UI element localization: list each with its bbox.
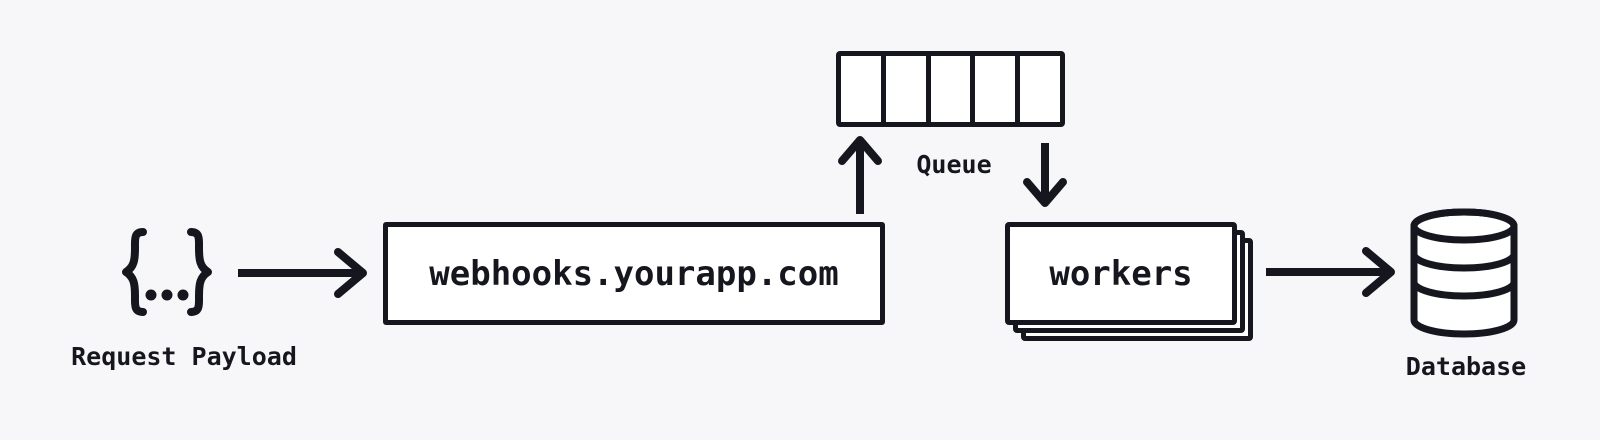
- queue-icon: [836, 51, 1065, 127]
- queue-cell: [975, 56, 1021, 122]
- queue-cell: [931, 56, 976, 122]
- arrow-payload-to-webhooks-icon: [238, 248, 367, 298]
- json-braces-icon: [122, 228, 212, 316]
- queue-cell: [1020, 56, 1060, 122]
- workers-label: workers: [1049, 253, 1193, 294]
- workers-front-sheet: workers: [1005, 222, 1237, 325]
- queue-cell: [886, 56, 931, 122]
- database-label: Database: [1405, 352, 1527, 381]
- database-icon: [1410, 208, 1518, 338]
- arrow-webhooks-to-queue-icon: [838, 136, 882, 214]
- webhooks-endpoint-label: webhooks.yourapp.com: [429, 253, 839, 294]
- arrow-queue-to-workers-icon: [1023, 143, 1067, 207]
- queue-label: Queue: [916, 150, 992, 179]
- queue-cell: [841, 56, 886, 122]
- request-payload-label: Request Payload: [71, 342, 297, 371]
- workers-node: workers: [1005, 222, 1253, 341]
- arrow-workers-to-database-icon: [1266, 247, 1395, 297]
- webhooks-endpoint-node: webhooks.yourapp.com: [383, 222, 885, 325]
